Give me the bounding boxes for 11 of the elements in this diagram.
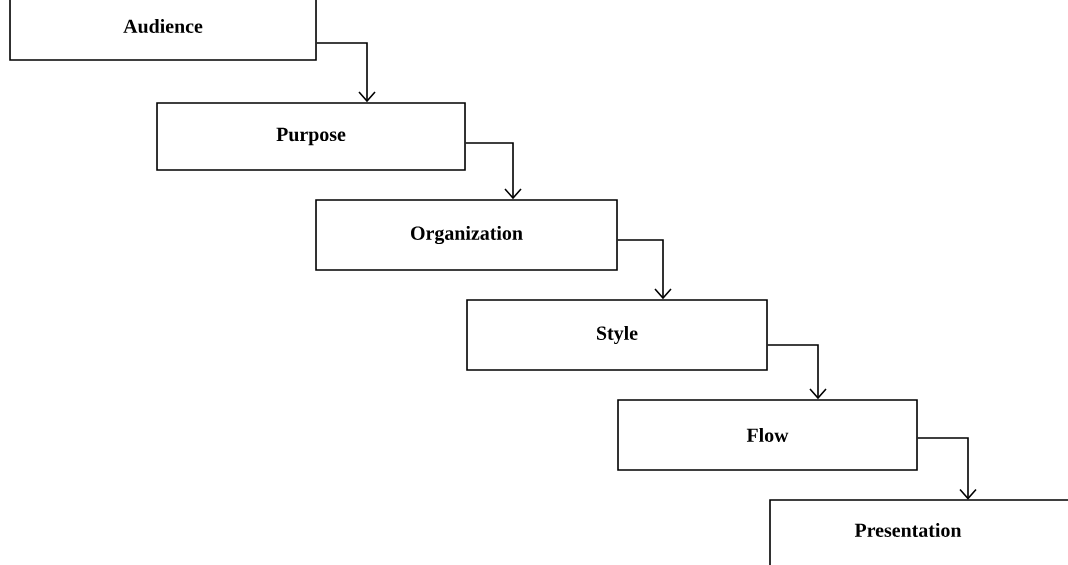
process-box: Audience — [9, 0, 317, 61]
arrow — [767, 344, 827, 400]
process-box: Presentation — [769, 499, 1068, 565]
arrow — [316, 42, 376, 103]
process-box: Flow — [617, 399, 918, 471]
process-box: Style — [466, 299, 768, 371]
arrow — [617, 239, 672, 300]
process-box: Purpose — [156, 102, 466, 171]
arrow — [917, 437, 977, 500]
arrow — [465, 142, 522, 200]
process-box: Organization — [315, 199, 618, 271]
